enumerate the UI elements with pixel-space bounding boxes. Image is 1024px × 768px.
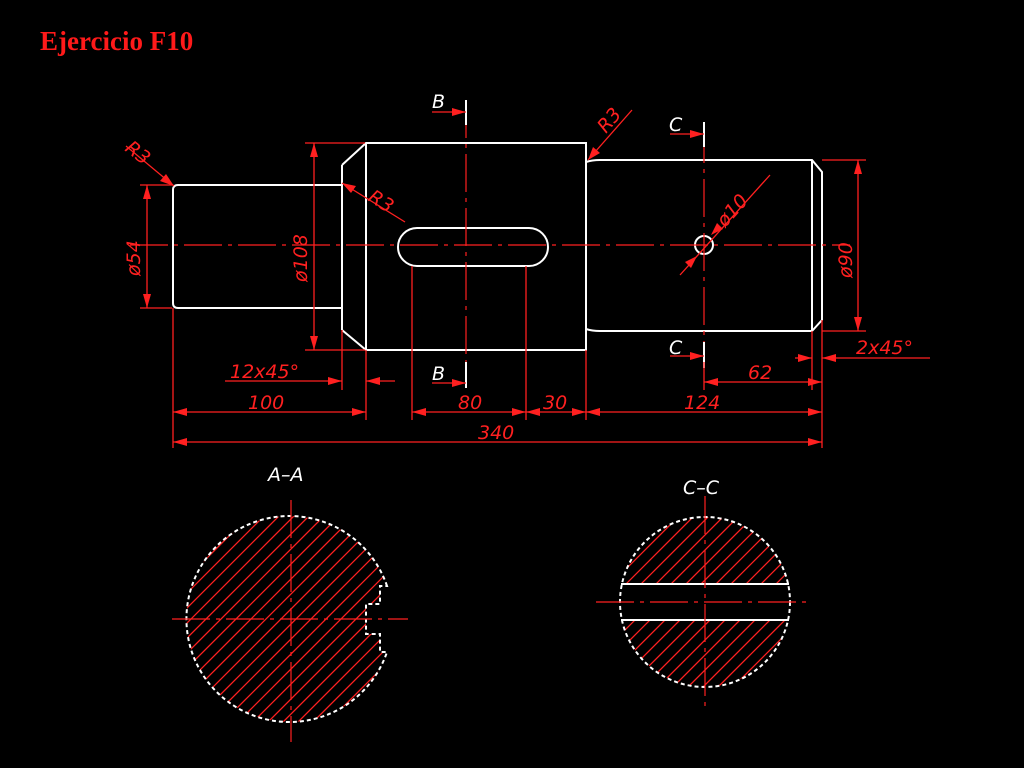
hatch-line: [795, 510, 985, 700]
hatch-line: [186, 516, 241, 723]
dim-124-label: 124: [684, 392, 720, 414]
dim-length-30: 30: [526, 392, 586, 416]
hatch-line: [620, 517, 641, 687]
hatch-line: [620, 517, 626, 687]
section-marker-b-bottom: B: [432, 362, 467, 388]
dim-length-100: 100: [173, 392, 366, 416]
hatch-line: [186, 516, 301, 723]
hatch-line: [779, 517, 790, 687]
slide-title: Ejercicio F10: [40, 26, 194, 56]
hatch-line: [0, 510, 180, 730]
section-a-a-hatch: [0, 510, 615, 730]
dim-chamfer-right-label: 2x45°: [856, 337, 913, 359]
hatch-line: [186, 516, 387, 723]
hatch-line: [186, 516, 316, 723]
hatch-line: [186, 516, 387, 723]
dim-30-label: 30: [543, 392, 567, 414]
hatch-line: [186, 516, 376, 723]
hatch-line: [364, 516, 387, 723]
dim-54-label: ø54: [123, 240, 145, 277]
hatch-line: [186, 516, 346, 723]
dim-chamfer-right: 2x45°: [795, 320, 930, 448]
dim-62-label: 62: [748, 362, 772, 384]
section-c-c-title: C–C: [683, 477, 720, 499]
hatch-line: [274, 516, 387, 723]
hatch-line: [214, 516, 387, 723]
hatch-line: [186, 516, 286, 723]
hatch-line: [379, 516, 387, 723]
section-a-a-outline: [185, 515, 389, 723]
dim-100-label: 100: [248, 392, 284, 414]
dim-length-62: 62: [703, 362, 822, 390]
hatch-line: [186, 516, 271, 723]
dim-length-80: 80: [412, 392, 526, 416]
hatch-line: [186, 516, 196, 723]
right-cylinder: [585, 159, 823, 332]
hatch-line: [289, 516, 387, 723]
centerlines: [130, 100, 850, 385]
hatch-line: [304, 516, 387, 723]
radius-r3-left: R3: [121, 137, 175, 187]
section-label-b-bottom: B: [432, 363, 445, 385]
hatch-line: [719, 517, 790, 687]
dim-80-label: 80: [458, 392, 482, 414]
dim-diameter-54: ø54: [123, 184, 172, 309]
section-marker-c-top: C: [669, 114, 705, 147]
dim-diameter-90: ø90: [822, 159, 866, 332]
dim-chamfer-left: 12x45°: [225, 330, 395, 420]
dim-diameter-10: ø10: [679, 174, 771, 276]
hatch-line: [186, 516, 226, 723]
dim-r3-left: R3: [121, 137, 154, 170]
radius-r3-top: R3: [587, 104, 633, 161]
hatch-line: [620, 517, 701, 687]
section-a-a-title: A–A: [266, 464, 304, 486]
left-cylinder: [172, 184, 342, 309]
section-label-c-bottom: C: [669, 337, 683, 359]
hatch-line: [620, 517, 716, 687]
hatch-line: [186, 516, 361, 723]
dim-length-124: 124: [586, 392, 822, 416]
dim-r3-top: R3: [593, 104, 626, 138]
hatch-line: [620, 517, 686, 687]
extension-lines: [172, 266, 587, 448]
hatch-line: [186, 516, 211, 723]
dim-90-label: ø90: [835, 242, 857, 279]
hatch-line: [395, 510, 615, 730]
section-marker-c-bottom: C: [669, 337, 705, 368]
section-view-c-c: C–C: [420, 477, 985, 712]
section-marker-b-top: B: [432, 91, 467, 125]
hatch-line: [186, 516, 331, 723]
hatch-line: [186, 516, 256, 723]
hatch-line: [334, 516, 387, 723]
left-shoulder: [341, 142, 587, 351]
dim-340-label: 340: [478, 422, 514, 444]
hatch-line: [704, 517, 790, 687]
dim-length-340: 340: [173, 422, 822, 446]
hatch-line: [229, 516, 387, 723]
hatch-line: [259, 516, 387, 723]
hatch-line: [319, 516, 387, 723]
hatch-line: [244, 516, 387, 723]
section-label-c-top: C: [669, 114, 683, 136]
dim-108-label: ø108: [290, 234, 312, 283]
keyway-slot: [397, 227, 549, 267]
dim-chamfer-left-label: 12x45°: [230, 361, 299, 383]
section-label-b-top: B: [432, 91, 445, 113]
radius-r3-mid: R3: [341, 182, 406, 223]
hatch-line: [349, 516, 387, 723]
hatch-line: [420, 510, 610, 700]
dim-diameter-108: ø108: [290, 142, 365, 351]
dim-r3-mid: R3: [364, 186, 397, 218]
hatch-line: [199, 516, 387, 723]
shaft-outline: [172, 142, 823, 351]
section-view-a-a: A–A: [0, 464, 615, 742]
